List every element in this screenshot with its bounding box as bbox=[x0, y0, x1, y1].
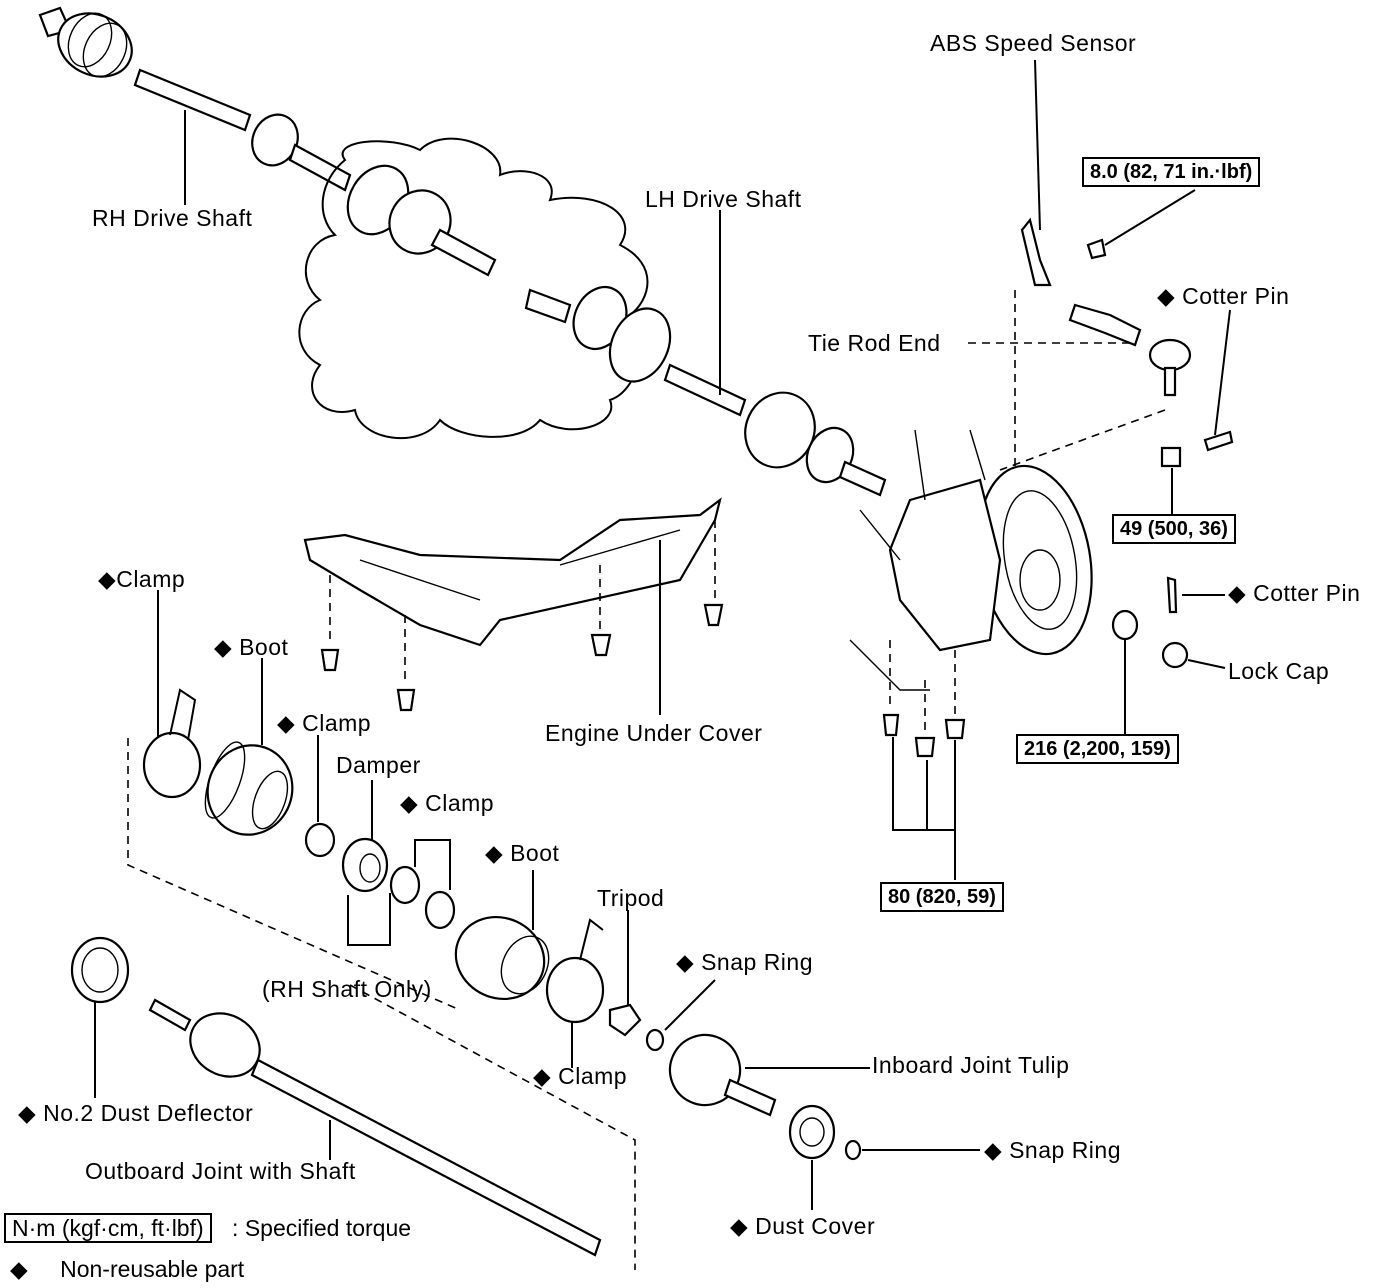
lock-cap-label: Lock Cap bbox=[1228, 658, 1330, 684]
dust-cover-label: ◆ Dust Cover bbox=[730, 1213, 875, 1239]
boot-1-label: ◆ Boot bbox=[214, 634, 288, 660]
legend-torque: N·m (kgf·cm, ft·lbf) : Specified torque bbox=[4, 1213, 412, 1243]
boot-1-text: Boot bbox=[239, 634, 289, 660]
clamp-4-text: Clamp bbox=[558, 1063, 628, 1089]
non-reusable-icon: ◆ bbox=[1157, 283, 1176, 309]
tripod-label: Tripod bbox=[597, 885, 665, 911]
cotter-pin-right-label: ◆ Cotter Pin bbox=[1228, 580, 1360, 606]
cotter-pin-top-text: Cotter Pin bbox=[1182, 283, 1290, 309]
non-reusable-icon: ◆ bbox=[1228, 580, 1247, 606]
exploded-parts bbox=[70, 590, 980, 1270]
torque-tie-rod-nut: 49 (500, 36) bbox=[1112, 514, 1236, 544]
non-reusable-icon: ◆ bbox=[984, 1137, 1003, 1163]
non-reusable-icon: ◆ bbox=[676, 949, 695, 975]
cotter-pin-top-label: ◆ Cotter Pin bbox=[1157, 283, 1289, 309]
snap-ring-1-text: Snap Ring bbox=[701, 949, 814, 975]
boot-2-label: ◆ Boot bbox=[485, 840, 559, 866]
cover-bolts bbox=[882, 640, 966, 880]
non-reusable-icon: ◆ bbox=[400, 790, 419, 816]
no2-dust-deflector-label: ◆ No.2 Dust Deflector bbox=[18, 1100, 253, 1126]
non-reusable-icon: ◆ bbox=[98, 566, 117, 592]
clamp-1-text: Clamp bbox=[116, 566, 186, 592]
non-reusable-icon: ◆ bbox=[485, 840, 504, 866]
snap-ring-2-text: Snap Ring bbox=[1009, 1137, 1122, 1163]
torque-cover-bolts: 80 (820, 59) bbox=[880, 882, 1004, 912]
lh-drive-shaft-label: LH Drive Shaft bbox=[645, 186, 802, 212]
rh-drive-shaft bbox=[38, 6, 352, 205]
tie-rod-end-label: Tie Rod End bbox=[808, 330, 941, 356]
abs-sensor bbox=[1014, 59, 1196, 470]
clamp-1-label: ◆Clamp bbox=[98, 566, 185, 592]
boot-2-text: Boot bbox=[510, 840, 560, 866]
clamp-2-label: ◆ Clamp bbox=[277, 710, 371, 736]
rh-shaft-only-label: (RH Shaft Only) bbox=[262, 976, 432, 1002]
torque-hub-nut: 216 (2,200, 159) bbox=[1016, 734, 1179, 764]
non-reusable-icon: ◆ bbox=[533, 1063, 552, 1089]
legend-nonreusable-desc: Non-reusable part bbox=[60, 1256, 245, 1282]
snap-ring-2-label: ◆ Snap Ring bbox=[984, 1137, 1121, 1163]
non-reusable-icon: ◆ bbox=[214, 634, 233, 660]
legend-nonreusable: ◆ Non-reusable part bbox=[10, 1255, 244, 1283]
clamp-3-label: ◆ Clamp bbox=[400, 790, 494, 816]
clamp-2-text: Clamp bbox=[302, 710, 372, 736]
non-reusable-icon: ◆ bbox=[730, 1213, 749, 1239]
dust-cover-text: Dust Cover bbox=[755, 1213, 876, 1239]
non-reusable-icon: ◆ bbox=[277, 710, 296, 736]
engine-under-cover-label: Engine Under Cover bbox=[545, 720, 763, 746]
legend-torque-desc: : Specified torque bbox=[232, 1215, 412, 1241]
non-reusable-icon: ◆ bbox=[18, 1100, 37, 1126]
snap-ring-1-label: ◆ Snap Ring bbox=[676, 949, 813, 975]
lh-drive-shaft bbox=[524, 210, 887, 497]
cutaway-outline bbox=[298, 137, 649, 440]
outboard-joint-with-shaft-label: Outboard Joint with Shaft bbox=[85, 1158, 356, 1184]
steering-knuckle-assembly bbox=[849, 429, 1093, 691]
tie-rod-end bbox=[968, 303, 1234, 515]
torque-abs-bolt: 8.0 (82, 71 in.·lbf) bbox=[1082, 157, 1261, 187]
damper-label: Damper bbox=[336, 752, 421, 778]
hub-nut-parts bbox=[1111, 576, 1226, 735]
rh-inner-joint bbox=[346, 164, 497, 277]
legend-nonreusable-icon: ◆ bbox=[10, 1256, 28, 1282]
abs-speed-sensor-label: ABS Speed Sensor bbox=[930, 30, 1137, 56]
cotter-pin-right-text: Cotter Pin bbox=[1253, 580, 1361, 606]
engine-under-cover-shape bbox=[303, 497, 724, 715]
clamp-3-text: Clamp bbox=[425, 790, 495, 816]
no2-dust-deflector-text: No.2 Dust Deflector bbox=[43, 1100, 254, 1126]
clamp-4-label: ◆ Clamp bbox=[533, 1063, 627, 1089]
legend-torque-unit: N·m (kgf·cm, ft·lbf) bbox=[4, 1213, 212, 1243]
inboard-joint-tulip-label: Inboard Joint Tulip bbox=[872, 1052, 1070, 1078]
rh-drive-shaft-label: RH Drive Shaft bbox=[92, 205, 253, 231]
